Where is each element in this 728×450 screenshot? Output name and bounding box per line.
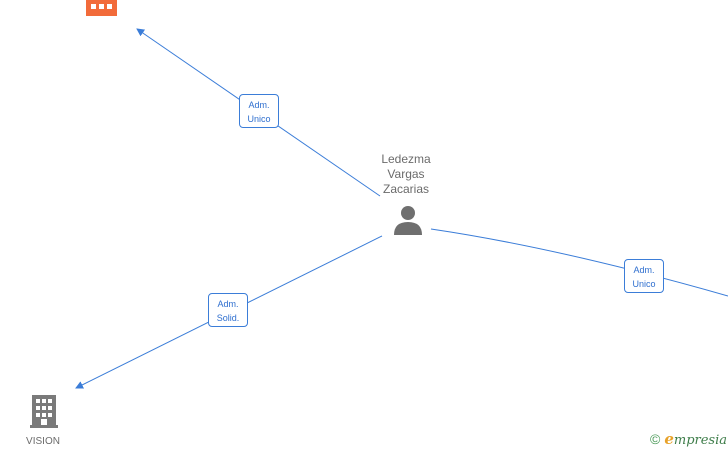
person-name-line-2: Vargas bbox=[387, 167, 425, 181]
person-name-line-3: Zacarias bbox=[382, 182, 429, 196]
person-icon[interactable] bbox=[394, 206, 422, 235]
relation-role: Adm. bbox=[217, 299, 239, 309]
relation-label-right[interactable]: Adm. Unico bbox=[624, 259, 664, 293]
relation-type: Solid. bbox=[216, 313, 240, 323]
building-icon[interactable] bbox=[30, 395, 58, 428]
building-icon[interactable] bbox=[86, 0, 117, 16]
logo-letter: e bbox=[664, 430, 674, 448]
person-name-line-1: Ledezma bbox=[381, 152, 431, 166]
company-name-vision[interactable]: VISION bbox=[26, 436, 60, 447]
copyright-icon: © bbox=[650, 431, 661, 447]
person-name[interactable]: Ledezma Vargas Zacarias bbox=[368, 152, 444, 197]
logo-text: mpresia bbox=[673, 433, 728, 448]
empresia-logo: ©empresia bbox=[650, 430, 727, 448]
relation-role: Adm. bbox=[248, 100, 270, 110]
relation-role: Adm. bbox=[633, 265, 655, 275]
relation-type: Unico bbox=[247, 114, 271, 124]
relation-type: Unico bbox=[632, 279, 656, 289]
relation-label-top[interactable]: Adm. Unico bbox=[239, 94, 279, 128]
edge-to-right-company bbox=[430, 228, 728, 297]
relation-label-vision[interactable]: Adm. Solid. bbox=[208, 293, 248, 327]
